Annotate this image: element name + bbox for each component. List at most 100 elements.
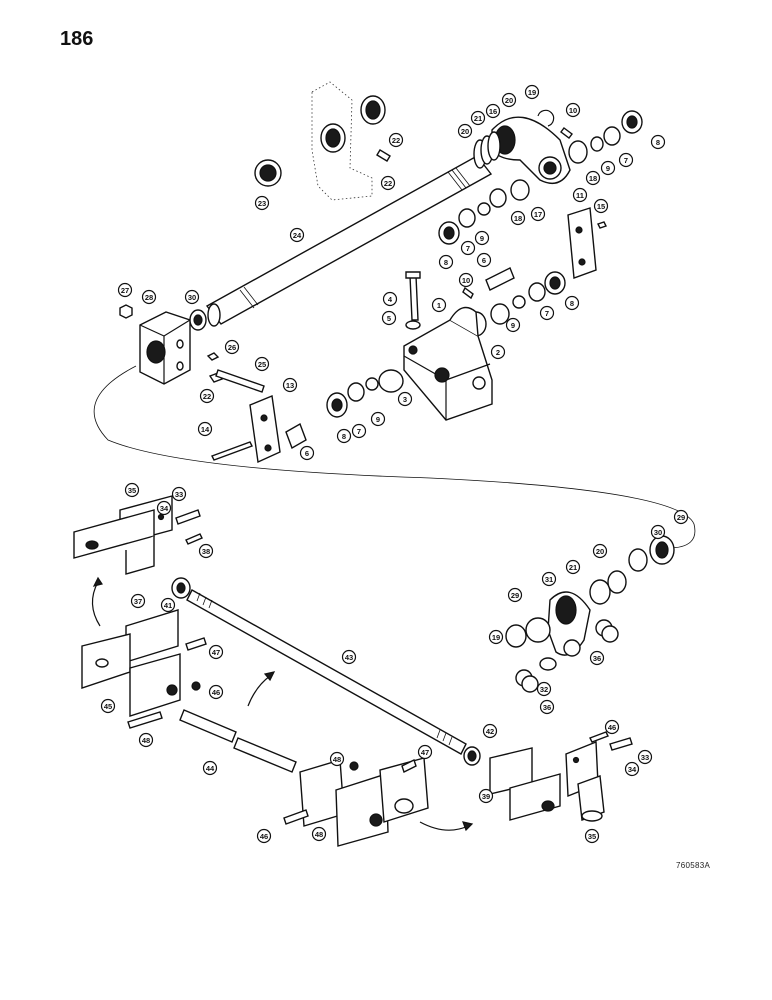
- svg-text:41: 41: [164, 601, 172, 610]
- bolt-48: [127, 711, 163, 729]
- svg-text:36: 36: [543, 703, 551, 712]
- svg-text:42: 42: [486, 727, 494, 736]
- callout-22: 22: [380, 175, 396, 191]
- svg-text:14: 14: [201, 425, 210, 434]
- seal-stack: [473, 131, 501, 169]
- svg-text:10: 10: [462, 276, 470, 285]
- svg-text:28: 28: [145, 293, 153, 302]
- svg-text:8: 8: [444, 258, 448, 267]
- callout-20: 20: [501, 92, 517, 108]
- callout-34: 34: [156, 500, 172, 516]
- bushing-17: [489, 179, 530, 208]
- callout-48: 48: [329, 751, 345, 767]
- svg-text:4: 4: [388, 295, 393, 304]
- callout-7: 7: [460, 240, 476, 256]
- bearing-stack-base: [326, 369, 404, 418]
- callout-20: 20: [457, 123, 473, 139]
- pedestal-housing: [403, 306, 493, 421]
- callout-27: 27: [117, 282, 133, 298]
- svg-text:19: 19: [528, 88, 536, 97]
- svg-text:46: 46: [212, 688, 220, 697]
- mounting-plate-11: [567, 207, 607, 279]
- svg-text:48: 48: [315, 830, 323, 839]
- callout-46: 46: [256, 828, 272, 844]
- callout-36: 36: [539, 699, 555, 715]
- svg-text:10: 10: [569, 106, 577, 115]
- svg-text:22: 22: [384, 179, 392, 188]
- callout-7: 7: [351, 423, 367, 439]
- callout-11: 11: [572, 187, 588, 203]
- callout-37: 37: [130, 593, 146, 609]
- svg-text:20: 20: [596, 547, 604, 556]
- bolt-33: [175, 509, 201, 525]
- svg-text:18: 18: [514, 214, 522, 223]
- callout-8: 8: [438, 254, 454, 270]
- seal-ring: [254, 159, 282, 187]
- nut-46: [191, 681, 201, 691]
- svg-text:19: 19: [492, 633, 500, 642]
- callout-6: 6: [299, 445, 315, 461]
- callout-48: 48: [311, 826, 327, 842]
- callout-32: 32: [536, 681, 552, 697]
- svg-text:33: 33: [175, 490, 183, 499]
- svg-text:35: 35: [128, 486, 136, 495]
- callout-46: 46: [604, 719, 620, 735]
- svg-text:21: 21: [569, 563, 577, 572]
- callout-33: 33: [171, 486, 187, 502]
- svg-text:47: 47: [212, 648, 220, 657]
- callout-20: 20: [592, 543, 608, 559]
- callout-29: 29: [507, 587, 523, 603]
- page-number: 186: [60, 28, 94, 50]
- svg-text:9: 9: [511, 321, 515, 330]
- callout-18: 18: [585, 170, 601, 186]
- stud-44-a: [179, 709, 237, 743]
- callout-22: 22: [199, 388, 215, 404]
- callout-36: 36: [589, 650, 605, 666]
- callout-6: 6: [476, 252, 492, 268]
- callout-43: 43: [341, 649, 357, 665]
- callout-21: 21: [470, 110, 486, 126]
- svg-text:7: 7: [545, 309, 549, 318]
- callout-31: 31: [541, 571, 557, 587]
- callout-7: 7: [618, 152, 634, 168]
- svg-text:35: 35: [588, 832, 596, 841]
- svg-text:18: 18: [589, 174, 597, 183]
- nut-41: [171, 577, 191, 599]
- mounting-bracket-outline: [311, 81, 373, 201]
- bearing-stack-upper: [568, 110, 643, 164]
- svg-text:29: 29: [677, 513, 685, 522]
- svg-text:37: 37: [134, 597, 142, 606]
- svg-text:45: 45: [104, 702, 112, 711]
- assembly-arrow-left: [91, 581, 101, 627]
- callout-25: 25: [254, 356, 270, 372]
- callout-48: 48: [138, 732, 154, 748]
- bolt-4: [405, 271, 421, 330]
- svg-text:13: 13: [286, 381, 294, 390]
- nut-48-bottom: [349, 761, 359, 771]
- svg-text:34: 34: [160, 504, 169, 513]
- callout-30: 30: [650, 524, 666, 540]
- snap-ring: [537, 109, 555, 127]
- callout-10: 10: [565, 102, 581, 118]
- svg-text:15: 15: [597, 202, 605, 211]
- svg-text:11: 11: [576, 191, 584, 200]
- pin-6-lower: [285, 422, 307, 450]
- bolt-46-bottom: [283, 809, 309, 825]
- callout-44: 44: [202, 760, 218, 776]
- callout-2: 2: [490, 344, 506, 360]
- svg-text:23: 23: [258, 199, 266, 208]
- callout-15: 15: [593, 198, 609, 214]
- callout-24: 24: [289, 227, 305, 243]
- svg-text:22: 22: [392, 136, 400, 145]
- seal-30: [189, 309, 207, 331]
- callout-4: 4: [382, 291, 398, 307]
- pin: [560, 127, 573, 139]
- callout-9: 9: [370, 411, 386, 427]
- callout-45: 45: [100, 698, 116, 714]
- figure-code: 760583A: [676, 861, 711, 870]
- callout-7: 7: [539, 305, 555, 321]
- link-plate-13: [249, 395, 281, 464]
- pivot-block-28: [139, 311, 191, 385]
- nut-27: [119, 304, 133, 319]
